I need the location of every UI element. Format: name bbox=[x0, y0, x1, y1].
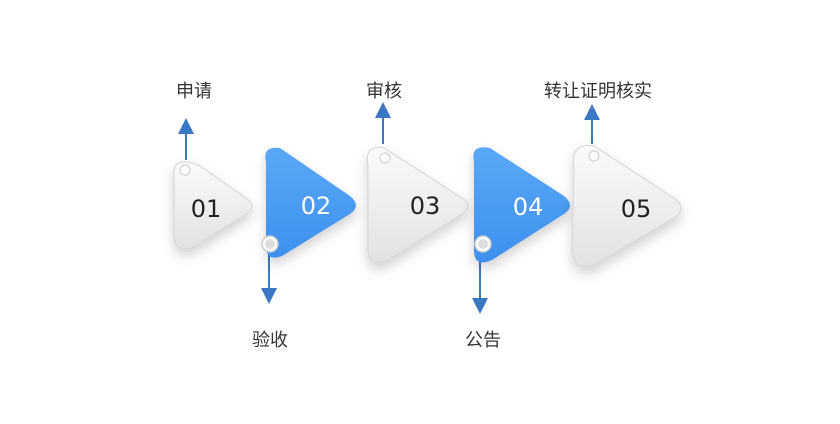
step-4-label: 公告 bbox=[465, 330, 501, 351]
step-3-number: 03 bbox=[410, 192, 441, 220]
step-4: 04 公告 bbox=[465, 147, 570, 351]
step-5: 05 转让证明核实 bbox=[544, 81, 682, 268]
step-2-triangle bbox=[265, 147, 356, 258]
step-3-hole bbox=[379, 152, 391, 164]
step-1-triangle bbox=[173, 161, 253, 250]
step-2: 02 验收 bbox=[252, 147, 356, 351]
step-4-triangle bbox=[473, 147, 570, 263]
step-4-number: 04 bbox=[513, 193, 544, 221]
step-4-hole-inner bbox=[478, 239, 488, 249]
step-1-number: 01 bbox=[191, 195, 222, 223]
step-2-hole-inner bbox=[265, 239, 275, 249]
step-2-number: 02 bbox=[301, 192, 332, 220]
step-3-label: 审核 bbox=[366, 81, 402, 102]
step-1-label: 申请 bbox=[176, 81, 212, 102]
step-5-number: 05 bbox=[621, 195, 652, 223]
step-3: 03 审核 bbox=[366, 81, 469, 264]
step-1-hole bbox=[179, 164, 191, 176]
step-1: 01 申请 bbox=[173, 81, 253, 250]
step-5-triangle bbox=[571, 144, 682, 268]
step-5-hole bbox=[588, 150, 600, 162]
step-2-label: 验收 bbox=[252, 330, 288, 351]
step-5-label: 转让证明核实 bbox=[544, 81, 652, 102]
step-3-triangle bbox=[366, 146, 469, 264]
